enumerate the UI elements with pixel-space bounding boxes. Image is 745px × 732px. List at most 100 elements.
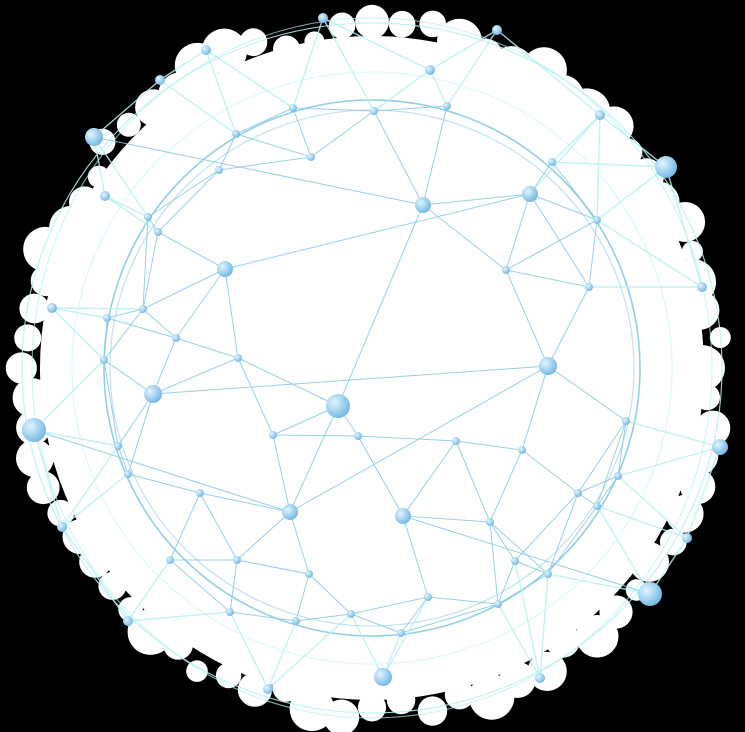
halo-fragment — [469, 674, 515, 720]
network-edge — [289, 365, 549, 513]
network-edge — [117, 445, 129, 475]
network-edge — [142, 231, 159, 310]
network-edge — [127, 559, 171, 622]
network-edge — [529, 193, 590, 288]
network-node — [269, 431, 277, 439]
network-edge — [159, 49, 207, 81]
network-edge — [33, 429, 119, 447]
network-edge — [596, 219, 703, 288]
network-node — [234, 354, 242, 362]
network-edge — [308, 573, 352, 615]
network-edge — [514, 492, 579, 562]
network-edge — [157, 169, 220, 233]
network-edge — [33, 359, 105, 431]
network-edge — [169, 492, 201, 561]
network-node — [415, 197, 431, 213]
network-edge — [292, 107, 375, 112]
halo-fragment — [16, 439, 54, 478]
network-node — [85, 128, 103, 146]
sphere-ring — [31, 17, 713, 719]
network-edge — [152, 357, 239, 395]
network-edge — [617, 475, 688, 539]
network-node — [305, 570, 313, 578]
network-node — [233, 556, 241, 564]
network-node — [263, 684, 273, 694]
halo-fragment — [215, 662, 242, 689]
network-edge — [229, 559, 238, 613]
halo-fragment — [680, 290, 720, 330]
network-edge — [350, 596, 429, 615]
network-edge — [322, 17, 375, 112]
halo-fragment — [357, 693, 387, 722]
halo-fragment — [665, 202, 706, 242]
network-edge — [33, 429, 63, 528]
network-node — [452, 437, 460, 445]
halo-fragment — [201, 28, 247, 74]
halo-fragment — [14, 324, 42, 352]
network-edge — [157, 231, 226, 270]
network-edge — [205, 49, 237, 135]
halo-fragment — [289, 686, 335, 732]
halo-fragment — [19, 293, 50, 324]
halo-fragment — [186, 660, 208, 682]
halo-fragment — [30, 265, 62, 297]
halo-fragment — [679, 345, 725, 391]
network-edge — [402, 515, 651, 595]
network-node — [22, 418, 46, 442]
network-node — [326, 394, 350, 418]
network-edge — [127, 611, 231, 622]
network-edge — [51, 307, 108, 319]
network-edge — [337, 204, 424, 407]
network-edge — [169, 559, 231, 613]
network-edge — [496, 29, 601, 116]
network-edge — [61, 526, 129, 622]
network-edge — [422, 105, 448, 206]
network-edge — [33, 429, 291, 513]
halo-fragment — [79, 546, 111, 578]
network-edge — [489, 521, 499, 605]
network-edge — [489, 521, 549, 575]
network-edge — [61, 473, 129, 528]
network-edge — [51, 307, 105, 361]
network-edge — [106, 317, 177, 339]
network-node — [155, 75, 165, 85]
halo-fragment — [575, 615, 619, 658]
network-edge — [218, 133, 237, 171]
sphere-rings — [21, 17, 723, 719]
network-edge — [235, 107, 294, 135]
network-node — [289, 104, 297, 112]
network-node — [139, 305, 147, 313]
network-edge — [489, 449, 523, 523]
network-edge — [422, 193, 531, 206]
network-edge — [596, 166, 667, 221]
network-edge — [103, 359, 154, 395]
network-edge — [322, 17, 431, 71]
network-node — [443, 102, 451, 110]
network-edge — [350, 613, 402, 634]
network-edge — [400, 596, 429, 634]
network-edge — [402, 515, 491, 523]
network-edge — [547, 505, 598, 575]
halo-fragment — [629, 542, 669, 582]
network-edges — [33, 17, 721, 690]
halo-fragment — [304, 31, 325, 52]
network-edge — [93, 136, 106, 197]
network-edge — [455, 440, 523, 451]
network-edge — [429, 29, 498, 71]
network-node — [374, 668, 392, 686]
network-edge — [617, 420, 627, 477]
network-edge — [229, 611, 269, 690]
network-node — [144, 385, 162, 403]
network-edge — [427, 596, 499, 605]
halo-fragment — [694, 384, 720, 411]
network-edge — [373, 105, 448, 112]
network-edge — [93, 79, 161, 138]
network-edge — [521, 365, 549, 451]
network-edge — [497, 560, 516, 605]
network-edge — [152, 365, 549, 395]
network-edge — [224, 268, 239, 359]
network-edge — [514, 560, 541, 679]
network-edge — [514, 560, 549, 575]
network-edge — [402, 440, 457, 517]
